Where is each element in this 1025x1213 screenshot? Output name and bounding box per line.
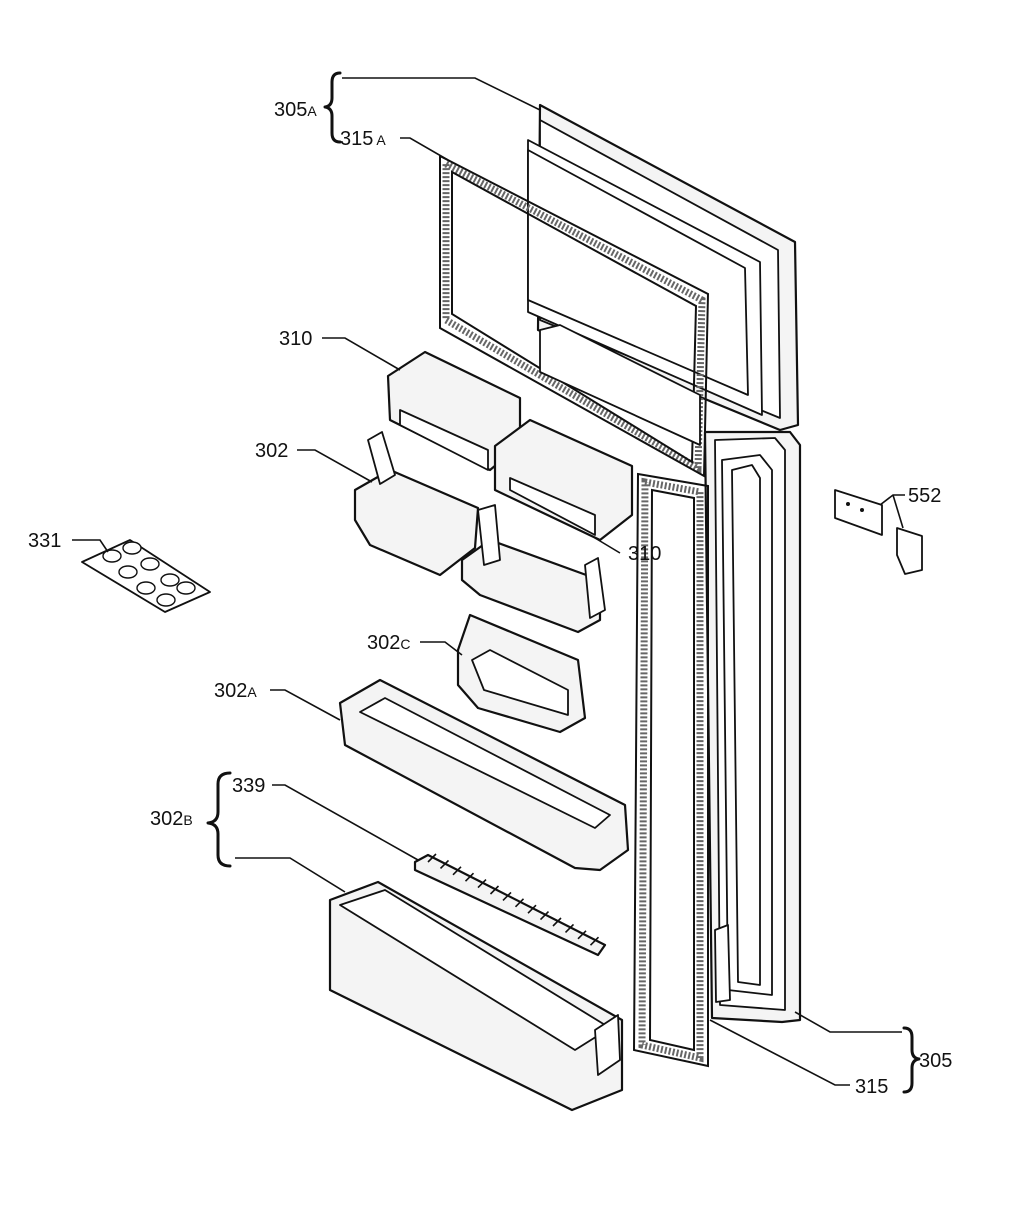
- egg-cup: [122, 541, 142, 555]
- lower-door-gasket: [632, 472, 709, 1068]
- leader-315a: [400, 137, 449, 161]
- leader-302c: [420, 641, 463, 656]
- egg-cup: [102, 549, 122, 563]
- leader-315: [709, 1019, 850, 1086]
- leader-331: [72, 539, 109, 553]
- dairy-compartment-upper: [386, 350, 522, 472]
- door-shelf-302: [353, 431, 480, 577]
- egg-cup: [140, 557, 160, 571]
- label-310-lower: 310: [628, 543, 661, 565]
- hinge-bracket-552: [834, 489, 923, 575]
- leader-339: [272, 784, 419, 861]
- leader-305a: [342, 77, 541, 111]
- upper-door-gasket: [439, 154, 710, 478]
- door-shelf-302a: [338, 678, 630, 872]
- leader-310-upper: [322, 337, 401, 371]
- egg-tray-331: [81, 539, 211, 613]
- label-315: 315: [855, 1076, 888, 1098]
- leader-302a: [270, 689, 341, 721]
- leader-302: [297, 449, 373, 483]
- lower-door-panel: [703, 430, 802, 1024]
- egg-cup: [136, 581, 156, 595]
- door-shelf-302-second: [460, 504, 606, 634]
- leader-302b: [235, 857, 346, 893]
- label-302a: 302A: [214, 680, 257, 702]
- bottle-rack-339: [413, 853, 607, 957]
- label-302b: 302B: [150, 808, 193, 830]
- leader-305: [794, 1011, 902, 1033]
- egg-cup: [176, 581, 196, 595]
- label-310-upper: 310: [279, 328, 312, 350]
- dairy-compartment-lower: [493, 418, 634, 542]
- door-shelf-302c: [456, 613, 587, 734]
- label-302: 302: [255, 440, 288, 462]
- egg-cup: [156, 593, 176, 607]
- brace-305a: [323, 71, 342, 144]
- label-305a: 305A: [274, 99, 317, 121]
- egg-cup: [160, 573, 180, 587]
- egg-cup: [118, 565, 138, 579]
- freezer-shelf-lip: [539, 324, 701, 446]
- brace-302b: [206, 771, 232, 868]
- brace-305: [902, 1026, 921, 1094]
- bottle-shelf-302b: [328, 880, 624, 1112]
- label-552: 552: [908, 485, 941, 507]
- label-331: 331: [28, 530, 61, 552]
- leader-552: [879, 494, 905, 529]
- label-302c: 302C: [367, 632, 411, 654]
- label-339: 339: [232, 775, 265, 797]
- leader-310-lower: [594, 537, 621, 554]
- label-305: 305: [919, 1050, 952, 1072]
